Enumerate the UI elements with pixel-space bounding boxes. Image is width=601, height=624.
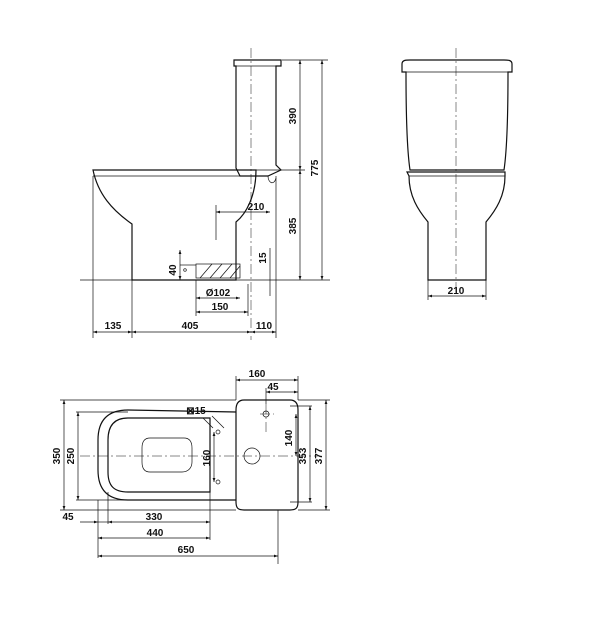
- dim-plan-hole-offset: 45: [267, 382, 279, 393]
- dim-plan-outer-width: 350: [52, 447, 63, 464]
- dim-plan-len-440: 440: [147, 528, 164, 539]
- side-bowl: [92, 169, 257, 281]
- plan-bowl-opening: [141, 437, 193, 473]
- dim-plan-total-length: 650: [178, 545, 195, 556]
- dim-plan-tank-width-b: 377: [314, 447, 325, 464]
- dim-pipe-block-height: 40: [168, 264, 179, 276]
- dim-front-width: 210: [448, 286, 465, 297]
- dim-plan-front-offset: 45: [62, 512, 74, 523]
- dim-side-middle: 405: [182, 321, 199, 332]
- dim-pipe-span: 150: [212, 302, 229, 313]
- outlet-pipe-block: [195, 263, 241, 279]
- dim-outlet-from-wall: 210: [248, 202, 265, 213]
- dim-tank-height: 390: [288, 107, 299, 124]
- dim-plan-tank-depth: 160: [249, 369, 266, 380]
- dim-outlet-height: 385: [288, 217, 299, 234]
- plan-bowl-outline: [97, 409, 237, 501]
- dim-side-front: 135: [105, 321, 122, 332]
- front-view: 210: [401, 48, 513, 300]
- dim-plan-hole-spacing: 140: [284, 429, 295, 446]
- front-cistern: [401, 59, 513, 171]
- plan-view: 160 45 ⊠15 140 160 250 350 353 377 45 33…: [52, 369, 330, 564]
- plan-cistern: [235, 399, 299, 511]
- dim-pipe-offset: 15: [258, 252, 269, 264]
- dim-total-height: 775: [310, 159, 321, 176]
- dim-plan-seat-fix: 160: [202, 449, 213, 466]
- dim-plan-fix-hole: ⊠15: [186, 406, 206, 417]
- dim-plan-tank-width-a: 353: [298, 447, 309, 464]
- dim-pipe-diameter: Ø102: [206, 288, 231, 299]
- side-cistern: [233, 59, 283, 177]
- plan-seat: [107, 417, 211, 493]
- dim-plan-inner-width: 250: [66, 447, 77, 464]
- dim-side-back: 110: [256, 321, 273, 332]
- dim-plan-len-330: 330: [146, 512, 163, 523]
- side-view: 390 775 210 385 40 15 Ø102 150 135 405 1…: [80, 48, 330, 340]
